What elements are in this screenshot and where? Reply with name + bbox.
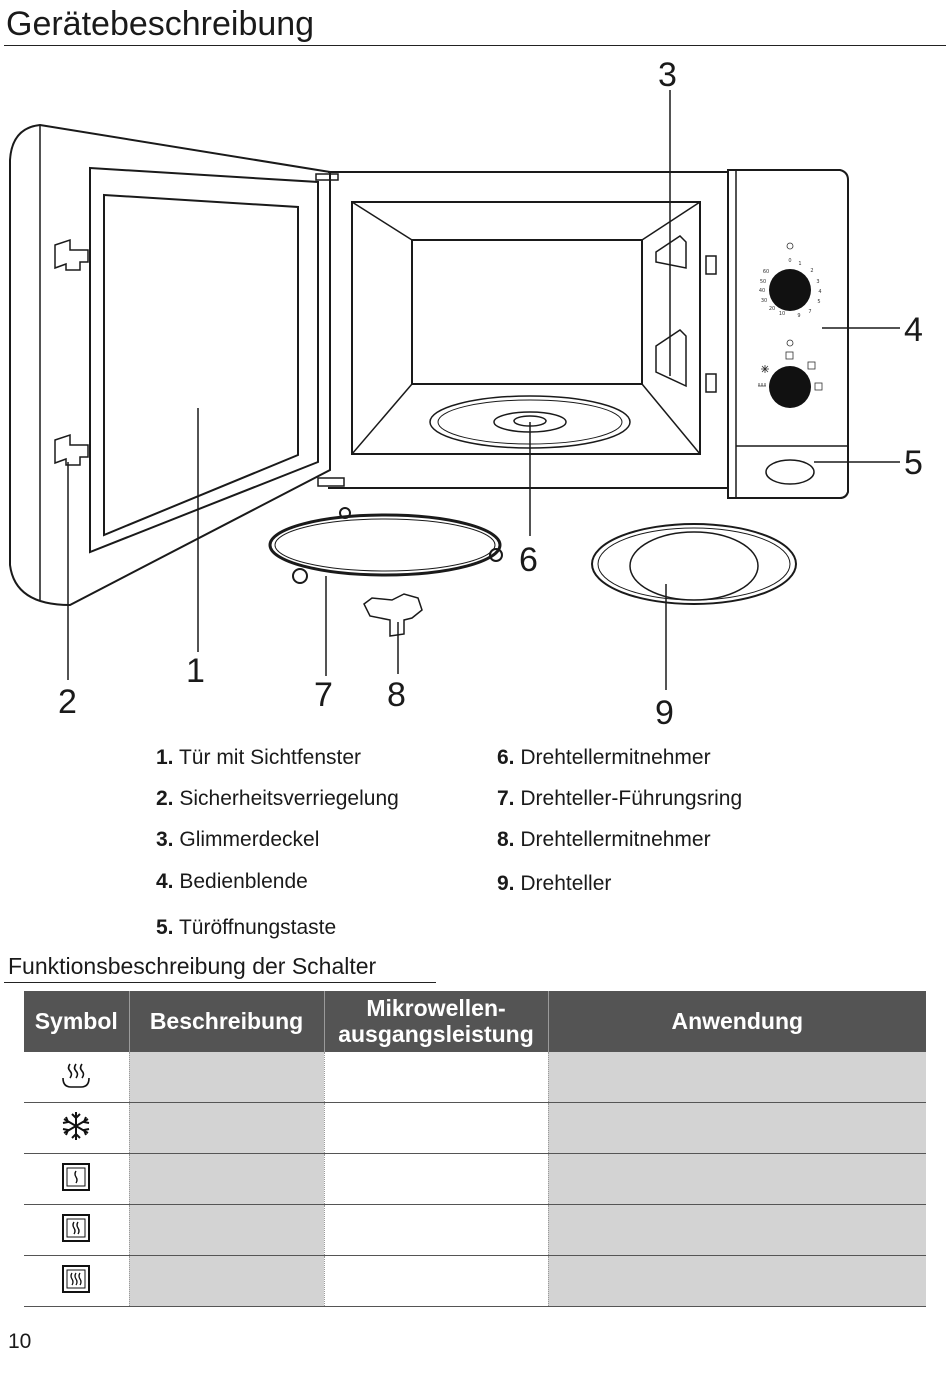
callout-1: 1 <box>186 652 205 690</box>
legend-item-4: 4. Bedienblende <box>156 870 308 893</box>
dial-number: 50 <box>760 279 766 285</box>
symbol-cell <box>24 1102 129 1154</box>
symbol-cell <box>24 1204 129 1256</box>
section-subtitle: Funktionsbeschreibung der Schalter <box>8 953 377 979</box>
mica-cover-top <box>655 235 687 269</box>
control-panel <box>727 169 849 499</box>
hinge-bottom <box>317 477 345 487</box>
door-window-frame <box>89 166 319 554</box>
table-row <box>24 1204 926 1256</box>
door-shell <box>9 123 331 607</box>
cabinet-front <box>328 171 729 489</box>
page-title: Gerätebeschreibung <box>6 5 315 43</box>
legend-item-6: 6. Drehtellermitnehmer <box>497 746 711 769</box>
dial-number: 5 <box>817 299 820 305</box>
legend-item-5: 5. Türöffnungstaste <box>156 916 337 939</box>
glass-tray <box>591 523 797 605</box>
subtitle-rule <box>4 982 436 983</box>
dial-number: 10 <box>779 311 785 317</box>
function-table: Symbol Beschreibung Mikrowellen- ausgang… <box>24 991 926 1307</box>
symbol-cell <box>24 1153 129 1205</box>
steam-icon <box>62 1063 91 1088</box>
table-row <box>24 1153 926 1205</box>
dial-number: 60 <box>763 269 769 275</box>
dial-number: 7 <box>808 309 811 315</box>
legend-item-1: 1. Tür mit Sichtfenster <box>156 746 362 769</box>
mica-cover-bottom <box>655 329 687 388</box>
header-output: Mikrowellen- ausgangsleistung <box>323 991 548 1052</box>
callout-3: 3 <box>658 56 677 94</box>
microwave-diagram: 0 1 2 3 4 5 7 9 10 20 30 40 50 60 1 2 3 … <box>9 56 923 732</box>
callout-4: 4 <box>904 311 923 349</box>
latch-bottom <box>54 433 89 466</box>
symbol-cell <box>24 1255 129 1307</box>
legend-item-3: 3. Glimmerdeckel <box>156 828 320 851</box>
header-symbol: Symbol <box>24 991 129 1052</box>
timer-knob <box>769 269 811 311</box>
snowflake-icon <box>63 1111 90 1140</box>
hinge-top <box>315 173 339 181</box>
dial-number: 9 <box>797 313 800 319</box>
title-rule <box>4 45 946 46</box>
power-medium-icon <box>62 1213 91 1242</box>
callout-7: 7 <box>314 676 333 714</box>
latch-top <box>54 238 89 271</box>
dial-number: 40 <box>759 288 765 294</box>
callout-9: 9 <box>655 694 674 732</box>
callout-2: 2 <box>58 683 77 721</box>
dial-number: 3 <box>816 279 819 285</box>
cavity-opening <box>351 201 701 455</box>
page-number: 10 <box>8 1330 32 1353</box>
dial-number: 20 <box>769 306 775 312</box>
callout-6: 6 <box>519 541 538 579</box>
dial-number: 30 <box>761 298 767 304</box>
turntable-ring <box>268 513 502 577</box>
header-description: Beschreibung <box>128 991 324 1052</box>
dial-number: 4 <box>818 289 821 295</box>
dial-number: 1 <box>798 261 801 267</box>
callout-5: 5 <box>904 444 923 482</box>
power-knob <box>769 366 811 408</box>
legend-item-2: 2. Sicherheitsverriegelung <box>156 787 399 810</box>
turntable-coupler <box>363 593 423 637</box>
legend-item-7: 7. Drehteller-Führungsring <box>497 787 743 810</box>
power-low-icon <box>62 1162 91 1191</box>
power-high-icon <box>62 1264 91 1293</box>
symbol-cell <box>24 1051 129 1103</box>
table-row <box>24 1255 926 1307</box>
door-open-button <box>765 459 815 485</box>
dial-number: 0 <box>788 258 791 264</box>
dial-number: 2 <box>810 268 813 274</box>
header-usage: Anwendung <box>547 991 926 1052</box>
table-row <box>24 1051 926 1103</box>
callout-8: 8 <box>387 676 406 714</box>
legend-item-8: 8. Drehtellermitnehmer <box>497 828 711 851</box>
legend-item-9: 9. Drehteller <box>497 872 612 895</box>
cavity-back-wall <box>411 239 643 385</box>
door-window-glass <box>103 193 299 537</box>
table-row <box>24 1102 926 1154</box>
